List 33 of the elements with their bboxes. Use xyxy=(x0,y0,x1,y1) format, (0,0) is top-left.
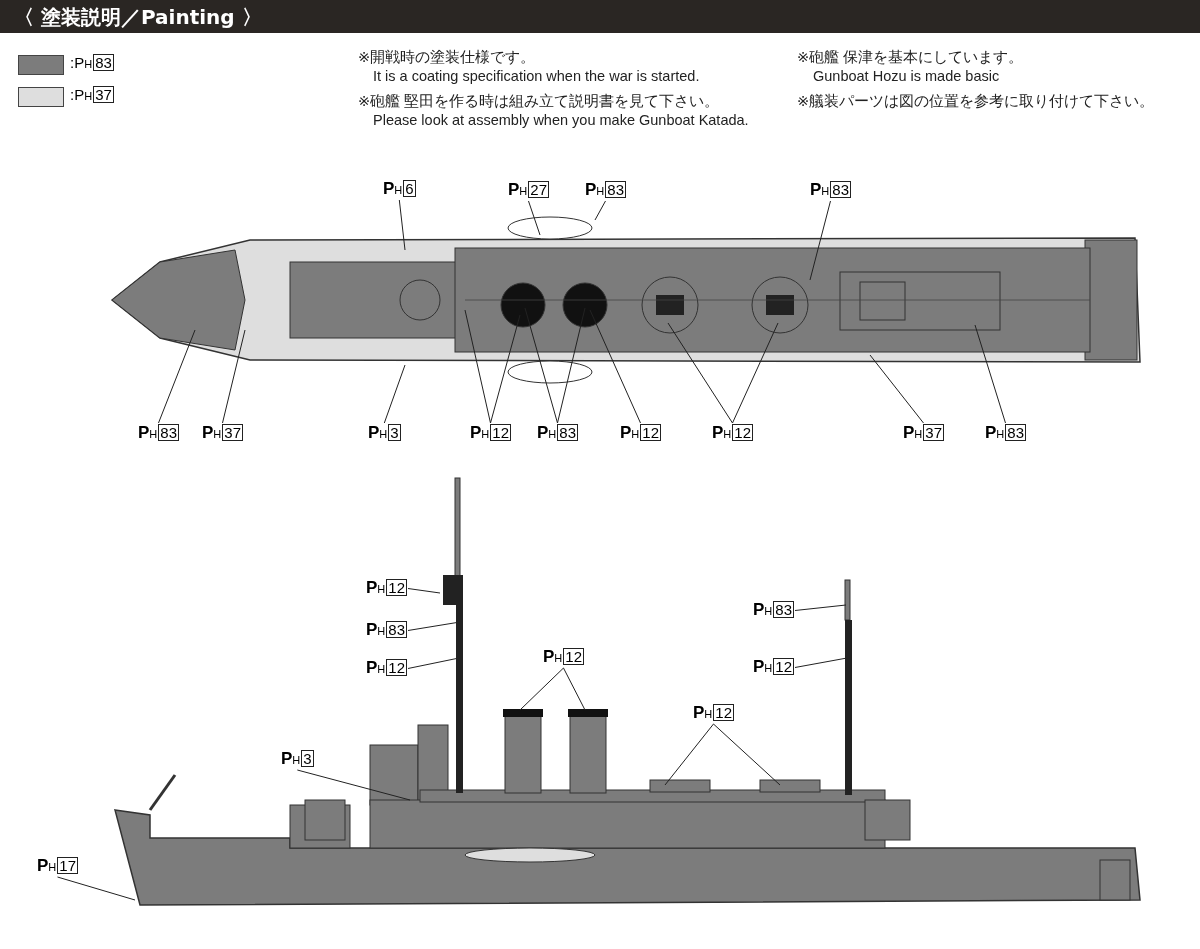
leader-line xyxy=(589,309,641,424)
leader-line xyxy=(490,314,521,424)
leader-line xyxy=(464,309,491,424)
leader-line xyxy=(407,588,441,594)
note-text: ※艤装パーツは図の位置を参考に取り付けて下さい。 xyxy=(797,92,1155,111)
leader-line xyxy=(524,307,558,424)
leader-line xyxy=(383,364,406,424)
leader-line xyxy=(557,307,586,424)
leader-line xyxy=(664,723,714,786)
leader-line xyxy=(794,604,847,611)
leader-line xyxy=(563,667,586,711)
note-text: ※砲艦 堅田を作る時は組み立て説明書を見て下さい。 xyxy=(358,92,720,111)
note-text: ※砲艦 保津を基本にしています。 xyxy=(797,48,1024,67)
leader-line xyxy=(974,324,1006,424)
leader-line xyxy=(398,199,406,251)
leader-line xyxy=(869,354,924,424)
leader-line xyxy=(809,200,831,281)
leader-line xyxy=(528,200,541,236)
title: 〈 塗装説明／Painting 〉 xyxy=(14,4,262,31)
leader-line xyxy=(158,329,196,424)
leader-line xyxy=(57,876,136,901)
leader-line xyxy=(667,322,733,424)
leader-line xyxy=(732,322,779,424)
leader-line xyxy=(519,667,564,711)
note-text: It is a coating specification when the war is started. xyxy=(373,68,700,84)
leader-line xyxy=(594,200,606,221)
note-text: ※開戦時の塗装仕様です。 xyxy=(358,48,536,67)
leader-line xyxy=(222,329,246,424)
leader-line xyxy=(713,723,781,786)
note-text: Please look at assembly when you make Gunboat Katada. xyxy=(373,112,749,128)
leader-line xyxy=(296,769,411,801)
note-text: Gunboat Hozu is made basic xyxy=(813,68,1000,84)
leader-line xyxy=(794,657,848,668)
